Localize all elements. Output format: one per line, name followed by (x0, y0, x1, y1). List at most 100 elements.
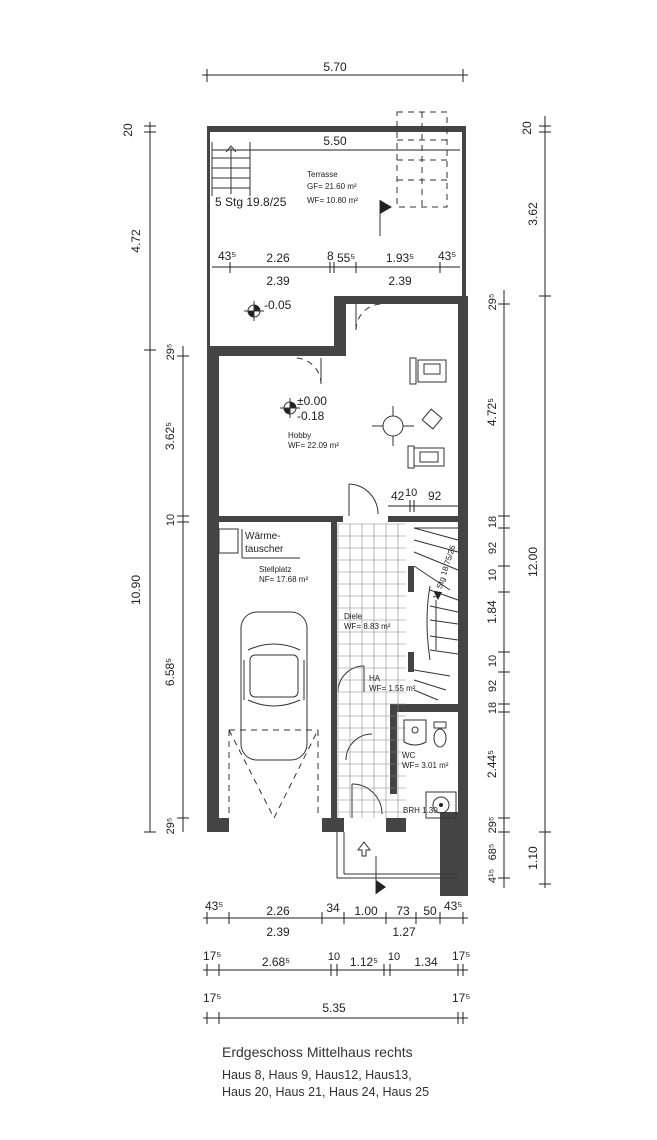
dim-bottom-row1-1: 2.26 (266, 904, 290, 918)
dim-bottom-row3-2: 17⁵ (452, 991, 470, 1005)
dim-row1b-0: 2.39 (266, 274, 290, 288)
house-walls (207, 296, 468, 896)
ha-name: HA (369, 674, 381, 683)
dim-right-inner-12: 4¹⁵ (487, 869, 499, 883)
dim-top-inner: 5.50 (323, 134, 347, 148)
main-stairs-label: 14 Stg 18.75/26 (431, 544, 457, 601)
dim-bottom-row1-2: 34 (326, 901, 340, 915)
dim-right-c: 1.10 (526, 846, 540, 870)
brh-label: BRH 1.30 (403, 806, 438, 815)
garage-name: Stellplatz (259, 565, 291, 574)
terrace-dashed-element (396, 111, 448, 208)
dim-row1-5: 43⁵ (438, 249, 456, 263)
dim-row1-0: 43⁵ (218, 249, 236, 263)
diele-wf: WF= 8.83 m² (344, 622, 391, 631)
dim-left-outer: 20 4.72 10.90 (121, 122, 156, 833)
dim-right-outer: 20 3.62 12.00 1.10 (520, 116, 551, 888)
dim-bottom-row2: 17⁵ 2.68⁵ 10 1.12⁵ 10 1.34 17⁵ (203, 949, 470, 976)
dim-left-outer-1: 10.90 (129, 575, 143, 605)
wc-name: WC (402, 751, 416, 760)
dim-door-1: 10 (405, 487, 417, 499)
dim-bottom-row1-4: 73 (396, 904, 410, 918)
dim-left-outer-0: 4.72 (129, 229, 143, 253)
garage-door-dashed (228, 729, 319, 820)
dim-bottom-row2-3: 1.12⁵ (350, 955, 378, 969)
terrace-level: -0.05 (264, 298, 292, 312)
dim-bottom-row1-6: 43⁵ (444, 899, 462, 913)
dim-right-inner-3: 92 (487, 542, 499, 554)
dim-right-a: 3.62 (526, 202, 540, 226)
dim-right-inner-1: 4.72⁵ (485, 398, 499, 426)
dim-bottom-row1-3: 1.00 (354, 904, 378, 918)
dim-row-terrace: 43⁵ 2.26 8 55⁵ 1.93⁵ 43⁵ 2.39 2.39 (212, 249, 460, 288)
dim-left-top: 20 (121, 123, 135, 137)
dim-bottom-row1-5: 50 (423, 904, 437, 918)
diele-tiles (337, 523, 406, 818)
dim-bottom-row2-1: 2.68⁵ (262, 955, 290, 969)
hobby-name: Hobby (288, 431, 311, 440)
dim-left-inner-4: 29⁵ (165, 818, 177, 835)
level-marker-hobby-icon (280, 398, 300, 418)
entrance-area (336, 832, 458, 894)
dim-right-inner-8: 18 (487, 702, 499, 714)
dim-door-row: 42 10 92 (388, 487, 458, 512)
dim-door-0: 42 (391, 489, 405, 503)
dim-row1-3: 55⁵ (337, 251, 355, 265)
heat-exchanger-line1: Wärme- (245, 531, 281, 542)
dim-right-inner-4: 10 (487, 569, 499, 581)
hobby-level2: -0.18 (297, 409, 325, 423)
dim-right-b: 12.00 (526, 547, 540, 577)
diele-name: Diele (344, 612, 363, 621)
terrace-gf: GF= 21.60 m² (307, 182, 357, 191)
wc-wf: WF= 3.01 m² (402, 761, 449, 770)
dim-left-inner-2: 10 (165, 514, 177, 526)
dim-bottom-row2-5: 1.34 (414, 955, 438, 969)
dim-row1b-1: 2.39 (388, 274, 412, 288)
hobby-furniture (372, 357, 447, 469)
terrace-stairs-label: 5 Stg 19.8/25 (215, 195, 287, 209)
car-icon (240, 611, 308, 761)
dim-right-inner-7: 92 (487, 680, 499, 692)
dim-bottom-row1: 43⁵ 2.26 34 1.00 73 50 43⁵ 2.39 1.27 (203, 899, 468, 939)
dim-right-inner-6: 10 (487, 655, 499, 667)
heat-exchanger: Wärme- tauscher (218, 528, 300, 559)
dim-row1-1: 2.26 (266, 251, 290, 265)
dim-door-2: 92 (428, 489, 442, 503)
dim-left-inner-3: 6.58⁵ (163, 658, 177, 686)
dim-left-inner: 29⁵ 3.62⁵ 10 6.58⁵ 29⁵ (163, 344, 189, 835)
dim-bottom-row2-6: 17⁵ (452, 949, 470, 963)
dim-left-inner-1: 3.62⁵ (163, 422, 177, 450)
main-stairs: 14 Stg 18.75/26 (413, 527, 459, 701)
ha-wf: WF= 1.55 m² (369, 684, 416, 693)
dim-bottom-row1-0: 43⁵ (205, 899, 223, 913)
dim-bottom-row3-1: 5.35 (322, 1001, 346, 1015)
dim-top-total-label: 5.70 (323, 60, 347, 74)
doors (294, 303, 383, 818)
terrace-stairs (211, 142, 251, 196)
dim-left-inner-0: 29⁵ (165, 344, 177, 361)
dim-right-inner-10: 29⁵ (487, 817, 499, 834)
wc-fixtures (403, 719, 457, 819)
hobby-level1: ±0.00 (297, 394, 327, 408)
dim-bottom-row1b-1: 1.27 (392, 925, 416, 939)
plan-subtitle-line1: Haus 8, Haus 9, Haus12, Haus13, (222, 1068, 412, 1082)
heat-exchanger-line2: tauscher (245, 544, 284, 555)
dim-right-inner-5: 1.84 (485, 600, 499, 624)
dim-top-total: 5.70 (202, 60, 468, 82)
section-marker-icon (379, 200, 392, 236)
dim-row1-4: 1.93⁵ (386, 251, 414, 265)
dim-bottom-row3-0: 17⁵ (203, 991, 221, 1005)
dim-right-inner-2: 18 (487, 516, 499, 528)
plan-subtitle-line2: Haus 20, Haus 21, Haus 24, Haus 25 (222, 1085, 430, 1099)
level-marker-icon (244, 301, 264, 321)
hobby-wf: WF= 22.09 m² (288, 441, 339, 450)
dim-right-inner-0: 29⁵ (487, 294, 499, 311)
terrace-name: Terrasse (307, 170, 338, 179)
dim-bottom-row3: 17⁵ 5.35 17⁵ (203, 991, 470, 1024)
garage-nf: NF= 17.68 m² (259, 575, 308, 584)
dim-right-top: 20 (520, 121, 534, 135)
dim-right-inner: 29⁵ 4.72⁵ 18 92 10 1.84 10 92 18 2.44⁵ 2… (485, 290, 510, 888)
dim-bottom-row1b-0: 2.39 (266, 925, 290, 939)
terrace-wf: WF= 10.80 m² (307, 196, 358, 205)
